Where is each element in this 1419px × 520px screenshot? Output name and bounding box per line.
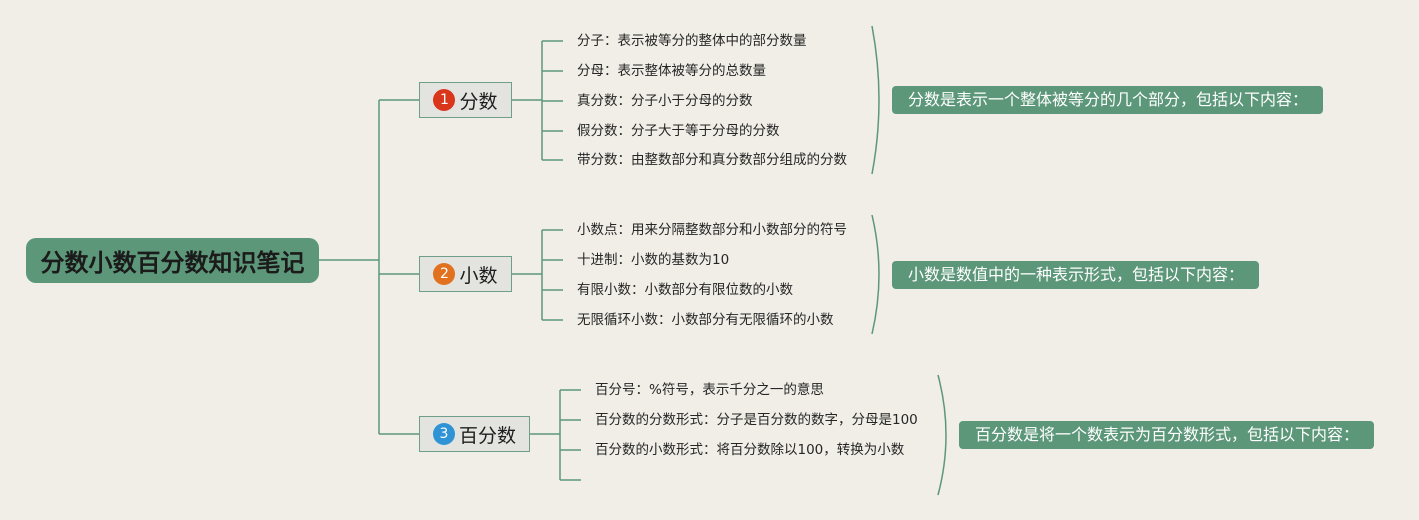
topic-number-badge: 3 <box>432 423 455 445</box>
connector-topic-2-leaves <box>542 229 563 321</box>
leaf-finite-decimal[interactable]: 有限小数：小数部分有限位数的小数 <box>577 282 793 298</box>
leaf-proper-fraction[interactable]: 真分数：分子小于分母的分数 <box>577 93 753 109</box>
connector-topic-1-leaves <box>542 40 563 161</box>
topic-label: 百分数 <box>458 424 516 447</box>
summary-brace-3 <box>937 374 947 496</box>
leaf-percent-fraction-form[interactable]: 百分数的分数形式：分子是百分数的数字，分母是100 <box>595 412 918 428</box>
leaf-numerator[interactable]: 分子：表示被等分的整体中的部分数量 <box>577 33 807 49</box>
root-node[interactable]: 分数小数百分数知识笔记 <box>26 238 319 283</box>
summary-percentage[interactable]: 百分数是将一个数表示为百分数形式，包括以下内容： <box>959 421 1374 449</box>
topic-fraction[interactable]: 1 分数 <box>419 82 512 118</box>
topic-number-badge: 2 <box>433 263 456 285</box>
leaf-decimal-point[interactable]: 小数点：用来分隔整数部分和小数部分的符号 <box>577 222 847 238</box>
leaf-percent-sign[interactable]: 百分号：%符号，表示千分之一的意思 <box>595 382 824 398</box>
summary-brace-1 <box>871 25 880 175</box>
leaf-repeating-decimal[interactable]: 无限循环小数：小数部分有无限循环的小数 <box>577 312 834 328</box>
connector-topic-3-leaves <box>560 389 581 481</box>
leaf-percent-decimal-form[interactable]: 百分数的小数形式：将百分数除以100，转换为小数 <box>595 442 905 458</box>
leaf-denominator[interactable]: 分母：表示整体被等分的总数量 <box>577 63 766 79</box>
root-title: 分数小数百分数知识笔记 <box>40 249 305 277</box>
topic-decimal[interactable]: 2 小数 <box>419 256 512 292</box>
leaf-mixed-number[interactable]: 带分数：由整数部分和真分数部分组成的分数 <box>577 152 847 168</box>
topic-label: 分数 <box>459 90 498 113</box>
leaf-decimal-system[interactable]: 十进制：小数的基数为10 <box>577 252 730 268</box>
summary-fraction[interactable]: 分数是表示一个整体被等分的几个部分，包括以下内容： <box>892 86 1323 114</box>
topic-number-badge: 1 <box>433 89 456 111</box>
summary-brace-2 <box>871 214 880 335</box>
topic-label: 小数 <box>459 264 498 287</box>
leaf-improper-fraction[interactable]: 假分数：分子大于等于分母的分数 <box>577 123 780 139</box>
summary-decimal[interactable]: 小数是数值中的一种表示形式，包括以下内容： <box>892 261 1259 289</box>
topic-percentage[interactable]: 3 百分数 <box>419 416 530 452</box>
